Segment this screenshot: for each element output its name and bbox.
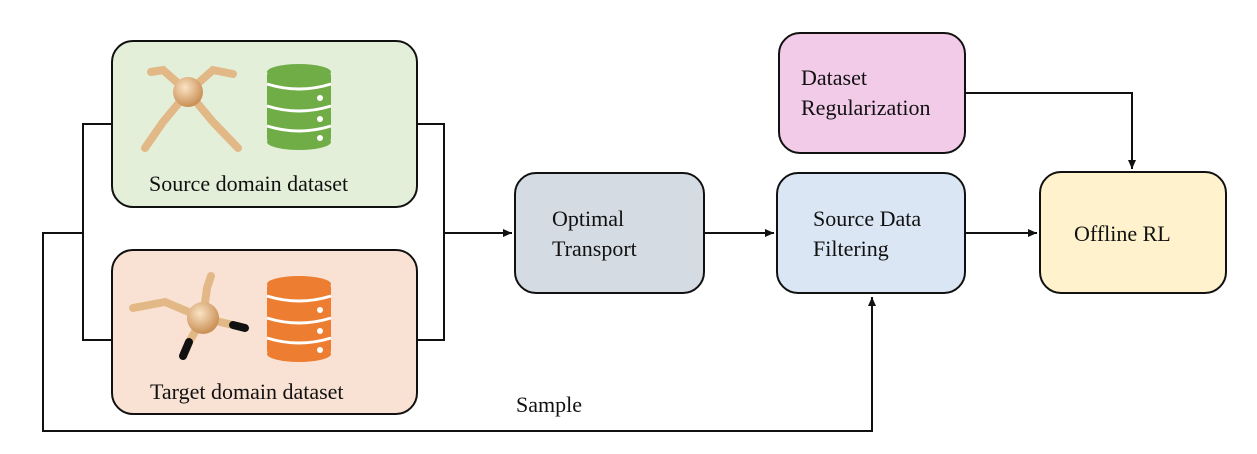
arrow-regularization-to-rl <box>966 92 1136 169</box>
dataset-regularization-line2: Regularization <box>801 95 931 120</box>
database-icon <box>266 64 332 150</box>
ant-robot-icon <box>141 65 242 152</box>
source-data-filtering-line1: Source Data <box>813 206 922 231</box>
target-dataset-box <box>111 249 418 415</box>
optimal-transport-line1: Optimal <box>552 206 625 231</box>
dataset-regularization-box <box>778 32 966 154</box>
dataset-regularization-line1: Dataset <box>801 65 867 90</box>
offline-rl-box <box>1039 171 1227 294</box>
source-dataset-box <box>111 40 418 208</box>
target-dataset-label: Target domain dataset <box>150 379 344 404</box>
optimal-transport-line2: Transport <box>552 236 637 261</box>
source-data-filtering-line2: Filtering <box>813 236 889 261</box>
left-bracket <box>82 123 112 341</box>
offline-rl-label: Offline RL <box>1074 221 1171 246</box>
database-icon <box>266 276 332 362</box>
right-bracket <box>418 123 445 341</box>
ant-robot-icon <box>129 272 249 360</box>
source-data-filtering-box <box>776 172 966 294</box>
source-dataset-label: Source domain dataset <box>149 171 349 196</box>
arrow-sample-loop <box>42 232 876 432</box>
sample-label: Sample <box>516 392 582 417</box>
optimal-transport-box <box>514 172 705 294</box>
